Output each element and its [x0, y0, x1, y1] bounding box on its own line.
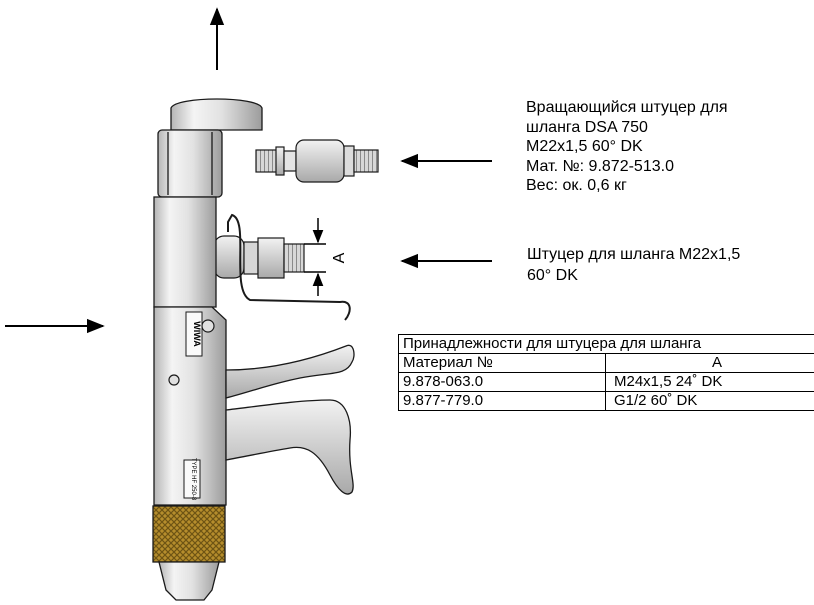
screw-icon-side	[168, 374, 180, 386]
trigger-guard-wire	[227, 213, 351, 321]
table-row: 9.877-779.0 G1/2 60˚ DK	[398, 391, 814, 411]
table-cell: M24x1,5 24˚ DK	[605, 372, 814, 392]
table-cell: 9.877-779.0	[398, 391, 606, 411]
callout-line: Мат. №: 9.872-513.0	[526, 157, 674, 175]
screw-icon	[201, 319, 215, 333]
table-cell: G1/2 60˚ DK	[605, 391, 814, 411]
dimension-a-label: A	[331, 252, 348, 263]
callout-line: Штуцер для шланга M22x1,5	[527, 246, 741, 263]
callout-line: Вращающийся штуцер для	[526, 99, 728, 116]
callout-line: M22x1,5 60° DK	[526, 138, 643, 155]
accessories-table-wrap: Принадлежности для штуцера для шланга Ма…	[398, 334, 814, 411]
accessories-table: Принадлежности для штуцера для шланга Ма…	[398, 334, 814, 411]
table-header: Материал №	[398, 353, 606, 373]
type-plate-label: TYPE HF 250-8	[190, 458, 196, 501]
callout-line: Вес: ок. 0,6 кг	[526, 177, 627, 194]
brand-label: WIWA	[192, 321, 202, 347]
table-row: 9.878-063.0 M24x1,5 24˚ DK	[398, 372, 814, 392]
table-cell: 9.878-063.0	[398, 372, 606, 392]
brand-plate	[185, 311, 203, 357]
table-header: A	[605, 353, 814, 373]
hose-fitting	[213, 235, 305, 279]
trigger-lever	[225, 344, 355, 399]
table-header-row: Материал № A	[398, 353, 814, 373]
table-title: Принадлежности для штуцера для шланга	[398, 334, 814, 354]
callout-hose-fitting: Штуцер для шланга M22x1,5 60° DK	[527, 244, 740, 286]
callout-swivel-joint: Вращающийся штуцер для шланга DSA 750 M2…	[526, 98, 728, 196]
callout-line: 60° DK	[527, 267, 578, 284]
dimension-a-marker	[304, 218, 326, 296]
grip-handle	[225, 399, 354, 495]
type-plate	[183, 459, 201, 499]
swivel-joint	[255, 139, 379, 183]
gun-body	[152, 98, 263, 601]
table-title-row: Принадлежности для штуцера для шланга	[398, 334, 814, 354]
callout-line: шланга DSA 750	[526, 118, 648, 136]
